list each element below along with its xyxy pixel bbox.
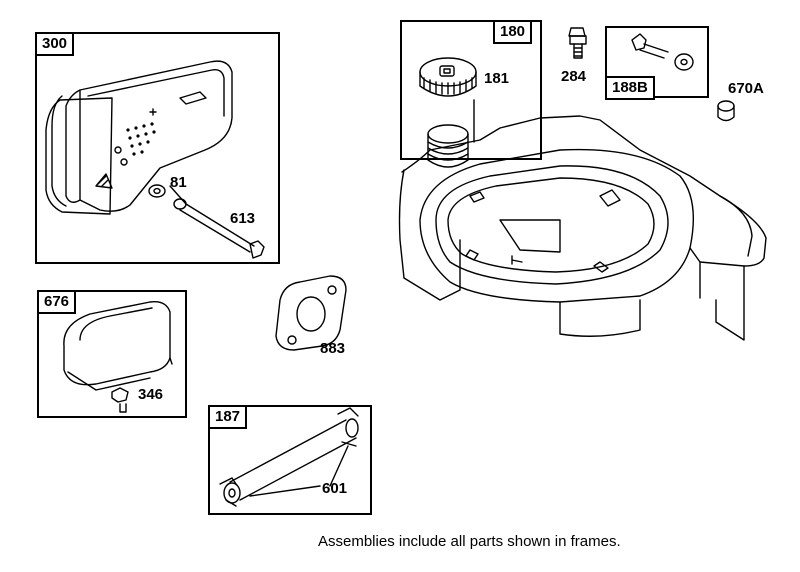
screw-assembly-number: 188B (605, 76, 655, 100)
guard-assembly-frame (37, 290, 187, 418)
guard-assembly-number: 676 (37, 290, 77, 314)
fuel-cap-drawing (419, 57, 477, 97)
fuel-line-drawing (219, 407, 359, 507)
screw-drawing (568, 27, 587, 59)
fuel-line-assembly-number: 187 (208, 405, 248, 429)
fuel-tank-drawing (398, 115, 767, 341)
muffler-assembly-frame (35, 32, 280, 264)
spacer-drawing (717, 100, 735, 122)
part-label-670a: 670A (728, 80, 764, 97)
part-label-181: 181 (484, 70, 510, 87)
part-label-601: 601 (322, 480, 348, 497)
fuel-line-assembly-frame (208, 405, 372, 515)
part-label-346: 346 (138, 386, 164, 403)
part-label-613: 613 (230, 210, 256, 227)
screw-washer-drawing (631, 33, 694, 71)
guard-drawing (63, 301, 173, 413)
fuel-tank-assembly-number: 180 (493, 20, 533, 44)
gasket-drawing (275, 275, 347, 351)
muffler-drawing (45, 60, 265, 259)
footer-note: Assemblies include all parts shown in fr… (318, 533, 621, 550)
fuel-tank-assembly-frame (400, 20, 542, 160)
part-label-284: 284 (561, 68, 587, 85)
part-label-81: 81 (170, 174, 187, 191)
screw-assembly-frame (605, 26, 709, 98)
part-label-883: 883 (320, 340, 346, 357)
muffler-assembly-number: 300 (35, 32, 75, 56)
leader-lines (249, 99, 475, 497)
